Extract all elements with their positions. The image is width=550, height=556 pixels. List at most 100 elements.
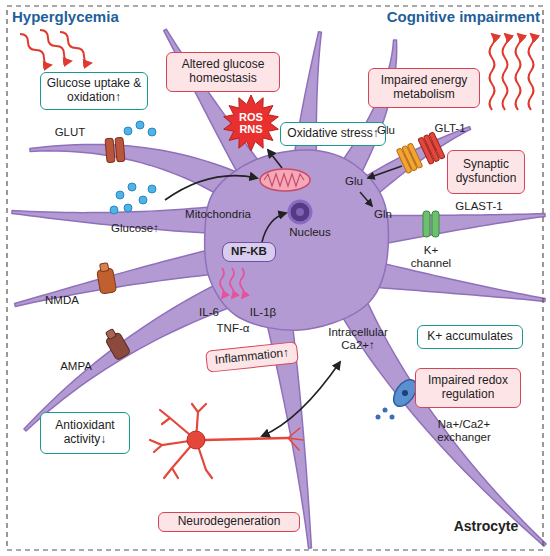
- wavy-arrow: [503, 34, 508, 110]
- ros-arrow: [268, 150, 282, 168]
- glucose-dot: [116, 191, 124, 199]
- condition-heading: Hyperglycemia: [12, 8, 142, 25]
- cell-process: [376, 263, 545, 302]
- axon: [205, 438, 288, 440]
- node-text: Antioxidant activity↓: [44, 419, 126, 447]
- molecule-label: Gln: [368, 208, 398, 221]
- glucose-dot: [136, 121, 144, 129]
- node-text: ROS RNS: [236, 111, 266, 135]
- organelle-label: Nucleus: [280, 226, 340, 239]
- molecule-label: Glu: [372, 124, 400, 137]
- transporter-label: GLT-1: [428, 122, 472, 135]
- effect-box: Synaptic dysfunction: [447, 150, 525, 194]
- cytokine-release: [220, 268, 244, 298]
- receptor-label: NMDA: [38, 294, 86, 307]
- effect-box: Neurodegeneration: [158, 512, 300, 532]
- cytokine-label: TNF-α: [210, 322, 256, 335]
- nucleus-body: [289, 201, 311, 223]
- node-text: Synaptic dysfunction: [451, 158, 521, 186]
- ros-burst: ROS RNS: [222, 94, 280, 152]
- cristae: [264, 174, 304, 186]
- axon-terminal: [288, 428, 303, 450]
- transporter-helix: [105, 138, 115, 163]
- ion-dot: [383, 408, 388, 413]
- neuron-soma: [187, 431, 205, 449]
- astrocyte-body: [205, 150, 389, 330]
- glt1-transporter: [396, 143, 422, 174]
- effect-box: Impaired energy metabolism: [368, 68, 480, 108]
- nucleolus: [296, 208, 304, 216]
- glucose-dot: [128, 183, 136, 191]
- neuron: [150, 404, 303, 478]
- hyperglycemia-arrows: [20, 30, 91, 65]
- node-text: Glucose uptake & oxidation↑: [44, 77, 144, 105]
- glast1-transporter: [418, 132, 445, 165]
- receptor-body: [97, 268, 117, 294]
- cognitive-arrows: [490, 34, 534, 110]
- effect-box: Altered glucose homeostasis: [166, 52, 280, 92]
- glucose-dot: [110, 206, 118, 214]
- exchanger-label: Na+/Ca2+ exchanger: [428, 418, 500, 444]
- ion-dot: [376, 415, 381, 420]
- cytokine-label: IL-6: [192, 306, 226, 319]
- wavy-arrow: [529, 34, 534, 110]
- change-box: K+ accumulates: [417, 325, 523, 349]
- transporter-helix: [429, 132, 445, 159]
- cell-process: [30, 144, 237, 198]
- node-text: Neurodegeneration: [178, 515, 281, 529]
- mitochondrion-body: [260, 169, 310, 191]
- glucose-arrow: [165, 176, 257, 200]
- dashed-frame: [7, 6, 543, 550]
- glutamate-arrow: [368, 166, 402, 178]
- organelle-label: Mitochondria: [176, 208, 260, 221]
- receptor-label: AMPA: [52, 360, 100, 373]
- change-box: Antioxidant activity↓: [40, 412, 130, 454]
- cell-process: [24, 283, 230, 431]
- channel-label: K+ channel: [408, 244, 454, 270]
- transporter-helix: [407, 143, 423, 169]
- node-text: Altered glucose homeostasis: [170, 58, 276, 86]
- factor-box: NF-KB: [222, 242, 276, 262]
- molecule-label: Glucose↑: [100, 222, 170, 235]
- wavy-arrow: [20, 34, 51, 65]
- glucose-dot: [124, 204, 132, 212]
- node-text: Impaired redox regulation: [419, 374, 517, 402]
- change-box: Oxidative stress↑: [280, 122, 386, 146]
- k-channel: [423, 211, 439, 237]
- molecule-label: Glu: [340, 175, 368, 188]
- calcium-arrow: [262, 362, 340, 436]
- wavy-arrow: [230, 268, 234, 298]
- ampa-receptor: [102, 327, 131, 361]
- node-text: NF-KB: [231, 245, 267, 258]
- change-box: Glucose uptake & oxidation↑: [40, 72, 148, 110]
- wavy-arrow: [490, 34, 495, 110]
- outcome-heading: Cognitive impairment: [350, 8, 540, 25]
- glucose-dot: [124, 127, 132, 135]
- receptor-domain: [100, 263, 109, 272]
- mitochondrion: [260, 169, 310, 191]
- wavy-arrow: [240, 268, 244, 298]
- nfkb-arrow: [262, 213, 286, 242]
- channel-subunit: [432, 211, 439, 237]
- effect-box: Impaired redox regulation: [415, 368, 521, 408]
- node-text: Inflammation↑: [214, 346, 290, 368]
- node-text: K+ accumulates: [427, 330, 513, 344]
- glucose-dot: [148, 128, 156, 136]
- transporter-label: GLAST-1: [450, 200, 508, 213]
- exchanger-pore: [402, 390, 408, 396]
- wavy-arrow: [516, 34, 521, 110]
- starburst-outline: [224, 95, 279, 151]
- glucose-dot: [148, 185, 156, 193]
- cell-process: [379, 214, 546, 245]
- ion-label: Intracellular Ca2+↑: [318, 326, 398, 352]
- glut-transporter: [105, 137, 125, 162]
- wavy-arrow: [60, 32, 91, 63]
- astrocyte-processes: [12, 29, 546, 548]
- glutamine-arrow: [360, 192, 372, 206]
- cell-body: [205, 150, 389, 330]
- node-text: Impaired energy metabolism: [372, 74, 476, 102]
- nmda-receptor: [96, 262, 117, 294]
- wavy-arrow: [220, 268, 224, 298]
- glucose-dot: [139, 196, 147, 204]
